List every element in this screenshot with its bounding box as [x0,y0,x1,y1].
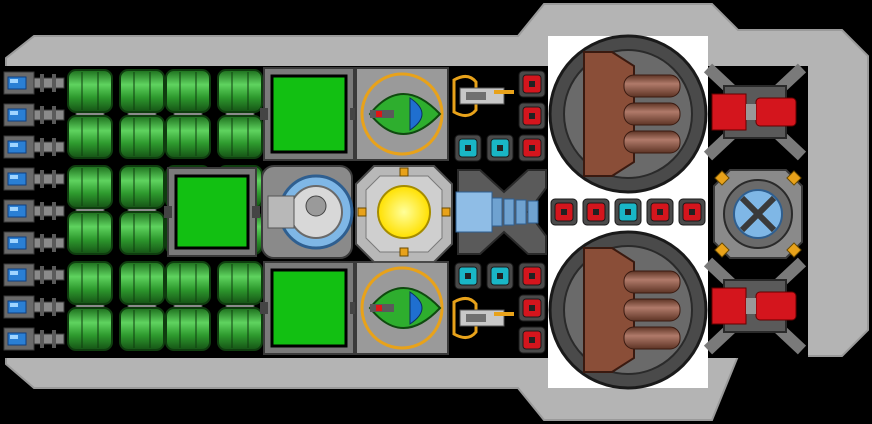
reactor-core[interactable] [355,165,453,263]
laser-turret-bottom[interactable] [452,297,514,339]
orange-laser-icon[interactable] [452,75,514,117]
blue-thruster-icon[interactable] [3,327,65,351]
ammo-box-icon[interactable] [518,262,546,290]
drone-bay[interactable] [713,169,803,259]
red-turret-icon[interactable] [703,63,807,161]
rocket-launcher-icon[interactable] [548,34,708,194]
green-fuel-tank-icon[interactable] [67,165,113,255]
ammo-box-icon[interactable] [486,262,514,290]
ammo-box-icon[interactable] [486,134,514,162]
cockpit-bottom[interactable] [355,261,449,355]
laser-turret-top[interactable] [452,75,514,117]
rocket-launcher-icon[interactable] [548,230,708,390]
ammo-box-icon[interactable] [454,134,482,162]
green-screen-icon[interactable] [260,261,358,355]
rocket-pod-top[interactable] [548,34,708,194]
fuel-tank-bank[interactable] [67,69,263,351]
green-cockpit-icon[interactable] [355,67,449,161]
green-screen-icon[interactable] [164,167,260,257]
ammo-box-icon[interactable] [582,198,610,226]
ammo-box-icon[interactable] [518,294,546,322]
shield-generator-top[interactable] [260,67,358,161]
green-fuel-tank-icon[interactable] [119,165,165,255]
ammo-box-icon[interactable] [678,198,706,226]
green-fuel-tank-icon[interactable] [217,261,263,351]
blue-thruster-icon[interactable] [3,231,65,255]
yellow-core-icon[interactable] [355,165,453,263]
ammo-box-icon[interactable] [518,102,546,130]
tractor-beam[interactable] [261,165,354,259]
green-cockpit-icon[interactable] [355,261,449,355]
blue-thruster-icon[interactable] [3,295,65,319]
green-fuel-tank-icon[interactable] [67,261,113,351]
orange-laser-icon[interactable] [452,297,514,339]
green-fuel-tank-icon[interactable] [217,69,263,159]
green-fuel-tank-icon[interactable] [165,261,211,351]
blue-hub-icon[interactable] [713,169,803,259]
ammo-box-icon[interactable] [646,198,674,226]
cockpit-top[interactable] [355,67,449,161]
blue-thruster-icon[interactable] [3,135,65,159]
green-fuel-tank-icon[interactable] [165,69,211,159]
red-turret-icon[interactable] [703,257,807,355]
point-defense-bottom[interactable] [703,257,807,355]
blue-thruster-icon[interactable] [3,71,65,95]
point-defense-top[interactable] [703,63,807,161]
blue-thruster-icon[interactable] [3,167,65,191]
rocket-pod-bottom[interactable] [548,230,708,390]
ammo-box-cluster[interactable] [454,70,706,354]
ion-cannon[interactable] [455,169,547,255]
green-fuel-tank-icon[interactable] [119,261,165,351]
blue-cannon-icon[interactable] [455,169,547,255]
thruster-column[interactable] [3,71,65,351]
ammo-box-icon[interactable] [518,134,546,162]
ammo-box-icon[interactable] [614,198,642,226]
ammo-box-icon[interactable] [518,326,546,354]
green-fuel-tank-icon[interactable] [67,69,113,159]
ammo-box-icon[interactable] [550,198,578,226]
blue-dome-icon[interactable] [261,165,354,259]
green-screen-icon[interactable] [260,67,358,161]
green-fuel-tank-icon[interactable] [119,69,165,159]
blue-thruster-icon[interactable] [3,199,65,223]
shield-generator-mid[interactable] [164,167,260,257]
ammo-box-icon[interactable] [454,262,482,290]
ammo-box-icon[interactable] [518,70,546,98]
blue-thruster-icon[interactable] [3,263,65,287]
shield-generator-bottom[interactable] [260,261,358,355]
blue-thruster-icon[interactable] [3,103,65,127]
